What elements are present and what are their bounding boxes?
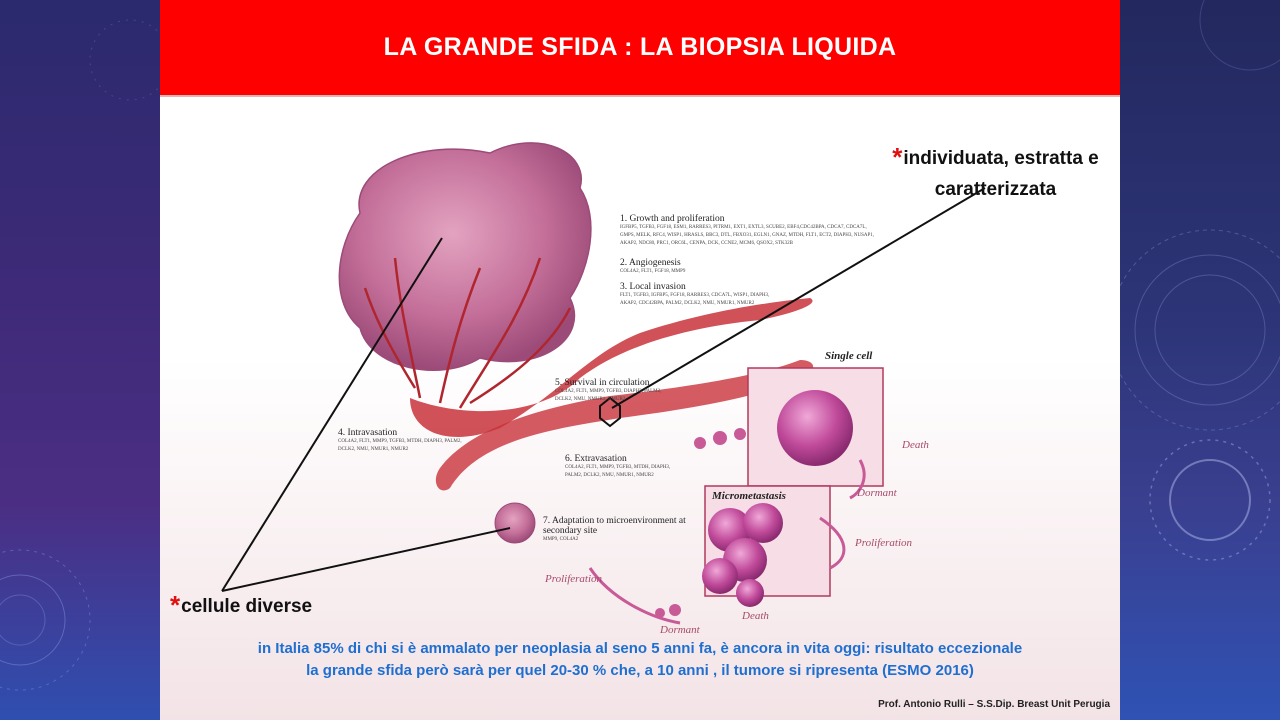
step-4-genes: COL4A2, FLT1, MMP9, TGFB3, MTDH, DIAPH3,… xyxy=(338,439,462,452)
secondary-tumor xyxy=(494,502,536,544)
statistic-line-1: in Italia 85% di chi si è ammalato per n… xyxy=(257,640,1023,657)
proliferation-label-2: Proliferation xyxy=(545,573,603,585)
blood-vessel xyxy=(410,298,813,437)
step-2-genes: COL4A2, FLT1, FGF18, MMP9 xyxy=(620,269,686,274)
step-3-genes: FLT1, TGFB3, IGFBP5, FGF18, RARRES3, CDC… xyxy=(620,293,770,306)
step-5-title: 5. Survival in circulation xyxy=(555,378,650,388)
death-label-2: Death xyxy=(742,610,769,622)
step-6-genes: COL4A2, FLT1, MMP9, TGFB3, MTDH, DIAPH3,… xyxy=(565,465,671,478)
metastasis-illustration: 1. Growth and proliferation IGFBP5, TGFB… xyxy=(160,98,1120,720)
step-7-genes: MMP9, COL4A2 xyxy=(543,537,579,542)
left-decoration-graphic xyxy=(0,19,160,691)
blood-vessel-lower xyxy=(435,360,814,491)
flow-arrows xyxy=(588,459,866,625)
statistic-line-2: la grande sfida però sarà per quel 20-30… xyxy=(306,662,974,679)
step-1-genes: IGFBP5, TGFB3, FGF18, ESM1, RARRES3, PIT… xyxy=(620,225,875,246)
dormant-label-2: Dormant xyxy=(660,624,700,636)
single-cell-label: Single cell xyxy=(825,350,873,362)
title-bar: LA GRANDE SFIDA : LA BIOPSIA LIQUIDA xyxy=(160,0,1120,97)
slide: LA GRANDE SFIDA : LA BIOPSIA LIQUIDA xyxy=(160,0,1120,720)
step-5-label: 5. Survival in circulation COL4A2, FLT1,… xyxy=(555,378,675,404)
background-shade xyxy=(160,358,1120,720)
step-3-label: 3. Local invasion FLT1, TGFB3, IGFBP5, F… xyxy=(620,282,770,308)
annotation-star: * xyxy=(892,142,903,172)
left-decorative-panel xyxy=(0,0,160,720)
right-decoration-graphic xyxy=(1120,0,1280,561)
single-cell xyxy=(777,390,853,466)
step-4-label: 4. Intravasation COL4A2, FLT1, MMP9, TGF… xyxy=(338,428,478,454)
step-2-title: 2. Angiogenesis xyxy=(620,258,681,268)
death-label-1: Death xyxy=(902,439,929,451)
transit-cells xyxy=(655,428,746,618)
metastasis-diagram-graphic xyxy=(160,142,1120,720)
dormant-label-1: Dormant xyxy=(857,487,897,499)
annotation-different-cells: *cellule diverse xyxy=(170,590,312,622)
tumor-vessels xyxy=(363,257,572,409)
annotation-star: * xyxy=(170,590,181,620)
step-4-title: 4. Intravasation xyxy=(338,428,398,438)
step-6-title: 6. Extravasation xyxy=(565,454,627,464)
step-1-title: 1. Growth and proliferation xyxy=(620,214,725,224)
proliferation-label-1: Proliferation xyxy=(855,537,913,549)
ctc-marker xyxy=(599,396,621,428)
right-decorative-panel xyxy=(1120,0,1280,720)
step-3-title: 3. Local invasion xyxy=(620,282,686,292)
annotation-lines xyxy=(221,187,986,592)
step-7-title: 7. Adaptation to microenvironment at sec… xyxy=(543,516,686,536)
author-credit: Prof. Antonio Rulli – S.S.Dip. Breast Un… xyxy=(878,699,1110,710)
step-7-label: 7. Adaptation to microenvironment at sec… xyxy=(543,516,713,544)
step-1-label: 1. Growth and proliferation IGFBP5, TGFB… xyxy=(620,214,880,248)
annotation-detected: *individuata, estratta e caratterizzata xyxy=(878,142,1113,205)
micrometastasis-label: Micrometastasis xyxy=(712,490,786,502)
slide-title: LA GRANDE SFIDA : LA BIOPSIA LIQUIDA xyxy=(383,33,897,61)
annotation-detected-line1: individuata, estratta e xyxy=(903,148,1099,169)
step-6-label: 6. Extravasation COL4A2, FLT1, MMP9, TGF… xyxy=(565,454,685,480)
step-5-genes: COL4A2, FLT1, MMP9, TGFB3, DIAPH3, PALM2… xyxy=(555,389,662,402)
step-2-label: 2. Angiogenesis COL4A2, FLT1, FGF18, MMP… xyxy=(620,258,740,276)
annotation-detected-line2: caratterizzata xyxy=(934,179,1057,200)
micrometastasis-cells xyxy=(702,503,783,607)
annotation-different-cells-text: cellule diverse xyxy=(181,596,313,617)
